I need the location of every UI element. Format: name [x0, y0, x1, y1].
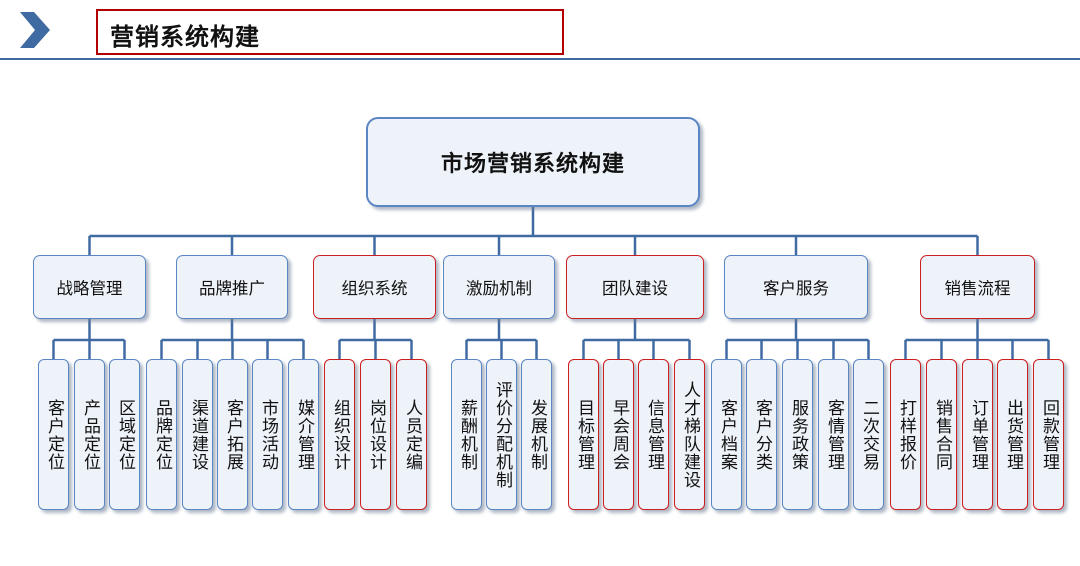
root-node: 市场营销系统构建 [366, 117, 700, 207]
leaf-node-label: 打样报价 [896, 398, 916, 471]
leaf-node-label: 品牌定位 [152, 398, 172, 471]
leaf-node: 品牌定位 [146, 359, 177, 510]
category-node: 品牌推广 [176, 255, 288, 319]
leaf-node-label: 早会周会 [609, 398, 629, 471]
leaf-node-label: 客户拓展 [223, 398, 243, 471]
leaf-node: 产品定位 [74, 359, 105, 510]
category-node-label: 品牌推广 [199, 279, 265, 298]
leaf-node-label: 二次交易 [859, 398, 879, 471]
leaf-node: 区域定位 [109, 359, 140, 510]
leaf-node-label: 媒介管理 [294, 398, 314, 471]
leaf-node: 客户拓展 [217, 359, 248, 510]
leaf-node-label: 客户档案 [717, 398, 737, 471]
leaf-node-label: 服务政策 [788, 398, 808, 471]
leaf-node-label: 产品定位 [80, 398, 100, 471]
leaf-node: 目标管理 [568, 359, 599, 510]
category-node-label: 团队建设 [602, 279, 668, 298]
leaf-node: 客户分类 [746, 359, 777, 510]
leaf-node: 出货管理 [997, 359, 1028, 510]
leaf-node-label: 信息管理 [644, 398, 664, 471]
leaf-node: 渠道建设 [182, 359, 213, 510]
leaf-node: 组织设计 [324, 359, 355, 510]
category-node: 组织系统 [313, 255, 436, 319]
leaf-node: 订单管理 [962, 359, 993, 510]
leaf-node-label: 市场活动 [258, 398, 278, 471]
leaf-node: 服务政策 [782, 359, 813, 510]
chevron-right-icon [20, 12, 50, 48]
leaf-node-label: 渠道建设 [188, 398, 208, 471]
leaf-node-label: 组织设计 [330, 398, 350, 471]
leaf-node: 发展机制 [521, 359, 552, 510]
leaf-node: 客情管理 [818, 359, 849, 510]
leaf-node-label: 订单管理 [968, 398, 988, 471]
leaf-node: 岗位设计 [360, 359, 391, 510]
category-node-label: 战略管理 [56, 279, 123, 298]
root-node-label: 市场营销系统构建 [440, 152, 625, 177]
category-node: 战略管理 [33, 255, 146, 319]
leaf-node: 二次交易 [853, 359, 884, 510]
leaf-node: 早会周会 [603, 359, 634, 510]
leaf-node-label: 客户分类 [752, 398, 772, 471]
leaf-node-label: 人才梯队建设 [680, 380, 700, 489]
leaf-node: 评价分配机制 [486, 359, 517, 510]
leaf-node: 打样报价 [890, 359, 921, 510]
leaf-node-label: 回款管理 [1039, 398, 1059, 471]
page-title: 营销系统构建 [110, 23, 260, 51]
leaf-node: 回款管理 [1033, 359, 1064, 510]
leaf-node-label: 出货管理 [1003, 398, 1023, 471]
category-node-label: 激励机制 [466, 279, 532, 298]
leaf-node: 人员定编 [396, 359, 427, 510]
leaf-node-label: 岗位设计 [366, 398, 386, 471]
leaf-node-label: 发展机制 [527, 398, 547, 471]
leaf-node: 薪酬机制 [451, 359, 482, 510]
category-node: 客户服务 [724, 255, 868, 319]
category-node-label: 销售流程 [944, 279, 1011, 298]
leaf-node-label: 客情管理 [824, 398, 844, 471]
leaf-node: 客户定位 [38, 359, 69, 510]
category-node: 团队建设 [566, 255, 704, 319]
leaf-node-label: 区域定位 [115, 398, 135, 471]
leaf-node: 人才梯队建设 [674, 359, 705, 510]
leaf-node: 信息管理 [638, 359, 669, 510]
header-divider [0, 58, 1080, 60]
leaf-node: 客户档案 [711, 359, 742, 510]
category-node: 激励机制 [443, 255, 555, 319]
leaf-node-label: 薪酬机制 [457, 398, 477, 471]
category-node-label: 客户服务 [763, 279, 829, 298]
leaf-node-label: 销售合同 [932, 398, 952, 471]
leaf-node-label: 目标管理 [574, 398, 594, 471]
category-node-label: 组织系统 [341, 279, 408, 298]
leaf-node: 销售合同 [926, 359, 957, 510]
leaf-node-label: 评价分配机制 [492, 380, 512, 489]
category-node: 销售流程 [920, 255, 1035, 319]
leaf-node: 市场活动 [252, 359, 283, 510]
leaf-node-label: 人员定编 [402, 398, 422, 471]
page-title-box: 营销系统构建 [96, 9, 564, 55]
leaf-node: 媒介管理 [288, 359, 319, 510]
leaf-node-label: 客户定位 [44, 398, 64, 471]
